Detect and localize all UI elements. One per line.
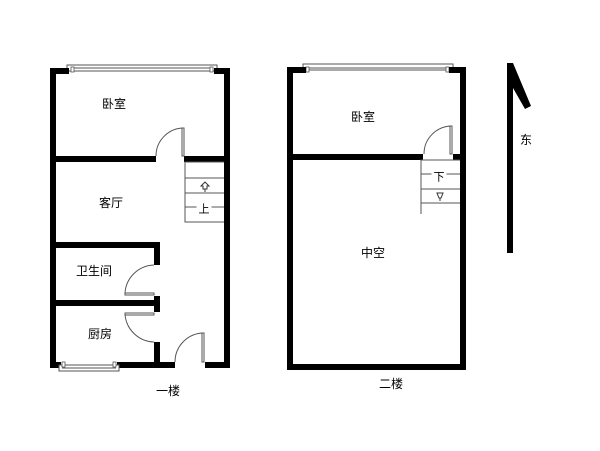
doors-1f [124, 127, 205, 363]
outer-walls-1f [50, 68, 230, 368]
room-label-void: 中空 [360, 246, 386, 260]
stairs-2f [420, 159, 460, 214]
floor-caption-1f: 一楼 [155, 384, 181, 398]
floor-caption-2f: 二楼 [378, 377, 404, 391]
compass-label-east: 东 [519, 133, 533, 147]
stairs-1f [184, 161, 224, 223]
room-label-kitchen: 厨房 [87, 327, 113, 341]
north-arrow-icon [507, 63, 531, 253]
room-label-living-room: 客厅 [98, 196, 124, 210]
doors-2f [423, 125, 453, 155]
interior-walls-2f [293, 154, 460, 160]
room-label-bedroom-1f: 卧室 [101, 97, 127, 111]
bedroom-window-1f [66, 64, 218, 73]
interior-walls-1f [56, 156, 224, 368]
stairs-label-down: 下 [431, 170, 447, 184]
stairs-label-up: 上 [196, 202, 212, 216]
room-label-bedroom-2f: 卧室 [350, 110, 376, 124]
floor-2-plan [287, 63, 466, 370]
floor-1-plan [50, 64, 230, 372]
kitchen-window [58, 361, 120, 372]
bedroom-window-2f [302, 63, 454, 73]
room-label-bathroom: 卫生间 [75, 264, 113, 278]
outer-walls-2f [287, 67, 466, 370]
